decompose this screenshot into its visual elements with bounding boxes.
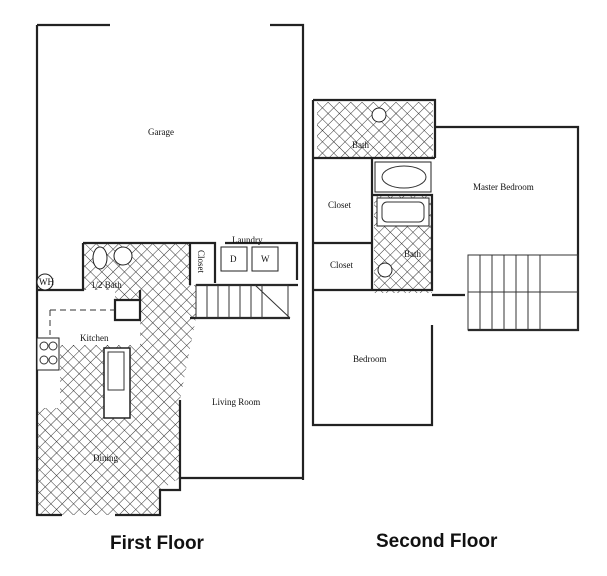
label-water-heater: WH <box>39 277 54 287</box>
sink-bottom <box>377 262 393 278</box>
first-floor-title: First Floor <box>110 533 205 554</box>
half-bath-fixtures <box>92 246 133 270</box>
stairs-second <box>467 254 579 331</box>
second-floor-plan: Bath Closet Master Bedroom Closet Bath B… <box>311 98 580 552</box>
label-half-bath: 1/2 Bath <box>91 280 122 290</box>
bathtub-bottom <box>376 197 430 227</box>
bathtub-top <box>374 161 432 193</box>
water-heater-icon <box>36 273 54 291</box>
kitchen-island <box>103 347 131 419</box>
label-bath-bottom: Bath <box>404 249 421 259</box>
sink-top <box>371 107 387 123</box>
label-garage: Garage <box>148 127 174 137</box>
label-bedroom: Bedroom <box>353 354 387 364</box>
label-closet-bottom: Closet <box>330 260 354 270</box>
range-appliance <box>36 337 60 371</box>
label-closet-top: Closet <box>328 200 352 210</box>
stairs-first <box>195 284 291 319</box>
second-floor-title: Second Floor <box>376 531 498 552</box>
label-master-bedroom: Master Bedroom <box>473 182 534 192</box>
first-floor-plan: Garage Laundry D W WH Closet 1/2 Bath Ki… <box>35 23 305 554</box>
washer-dryer <box>220 246 279 272</box>
garage-walls <box>35 23 305 517</box>
label-dryer: D <box>230 254 237 264</box>
label-washer: W <box>261 254 270 264</box>
label-closet-first: Closet <box>196 250 206 274</box>
label-laundry: Laundry <box>232 235 263 245</box>
walls-second <box>311 98 580 427</box>
label-dining: Dining <box>93 453 119 463</box>
counter-dashed <box>49 309 115 335</box>
label-bath-top: Bath <box>352 140 369 150</box>
label-living-room: Living Room <box>212 397 260 407</box>
label-kitchen: Kitchen <box>80 333 109 343</box>
